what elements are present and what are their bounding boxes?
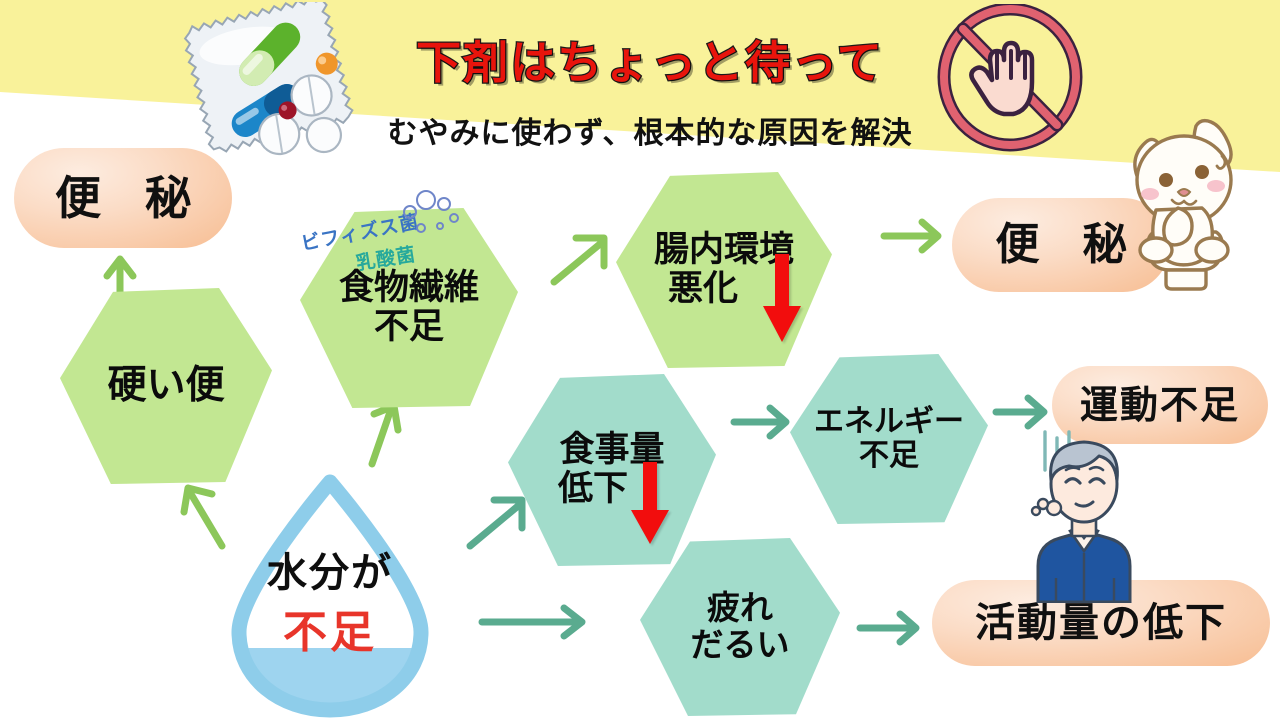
node-meal-decrease-line2: 低下	[557, 469, 628, 509]
node-lack-of-exercise[interactable]: 運動不足	[1052, 366, 1268, 444]
page-subtitle: むやみに使わず、根本的な原因を解決	[387, 116, 913, 151]
node-activity-decrease-label: 活動量の低下	[975, 599, 1227, 646]
arrow-meal-to-energy	[730, 402, 794, 442]
arrow-water-to-fiber	[358, 400, 410, 468]
node-fiber-deficiency-line2: 不足	[373, 307, 444, 347]
node-fiber-deficiency-label: 食物繊維 不足	[338, 267, 479, 347]
red-down-arrow-meal	[630, 462, 670, 546]
node-fatigue-line1: 疲れ	[707, 588, 773, 628]
node-fatigue[interactable]: 疲れ だるい	[640, 538, 840, 716]
node-hard-stool-label: 硬い便	[107, 363, 225, 409]
node-energy-deficiency[interactable]: エネルギー 不足	[790, 354, 988, 524]
node-lack-of-exercise-label: 運動不足	[1079, 382, 1240, 428]
node-constipation-right-label: 便 秘	[995, 218, 1141, 270]
node-energy-deficiency-line1: エネルギー	[814, 404, 964, 440]
tired-elderly-man-icon	[1010, 428, 1160, 608]
medicine-packet-icon	[168, 0, 383, 167]
node-gut-worsening[interactable]: 腸内環境 悪化	[616, 172, 832, 368]
node-constipation-left-label: 便 秘	[54, 170, 205, 225]
node-fiber-deficiency[interactable]: 食物繊維 不足	[300, 208, 518, 408]
node-fiber-deficiency-line1: 食物繊維	[338, 267, 479, 308]
red-down-arrow-gut	[762, 254, 802, 344]
no-hand-sign-icon	[930, 2, 1090, 159]
rabbit-on-toilet-icon	[1104, 100, 1280, 300]
node-meal-decrease[interactable]: 食事量 低下	[508, 374, 716, 566]
node-energy-deficiency-line2: 不足	[859, 438, 919, 473]
node-gut-worsening-line2: 悪化	[667, 269, 738, 309]
arrow-water-to-fatigue	[478, 602, 590, 642]
node-constipation-left[interactable]: 便 秘	[14, 148, 232, 248]
node-fatigue-line2: だるい	[690, 625, 790, 664]
arrow-energy-to-exercise	[992, 392, 1054, 432]
arrow-water-to-meal	[464, 490, 530, 554]
bubbles-icon	[396, 188, 470, 247]
node-gut-worsening-label: 腸内環境 悪化	[653, 229, 794, 309]
node-hard-stool[interactable]: 硬い便	[60, 288, 272, 484]
node-constipation-right[interactable]: 便 秘	[952, 198, 1170, 292]
node-water-shortage[interactable]: 水分が 不足	[215, 470, 445, 718]
arrow-fiber-to-gut	[548, 228, 614, 290]
page-title: 下剤はちょっと待って	[415, 35, 884, 91]
arrow-water-to-hardstool	[178, 480, 234, 552]
node-energy-deficiency-label: エネルギー 不足	[814, 405, 964, 472]
arrow-fatigue-to-activity	[856, 608, 926, 648]
arrow-gut-to-constipation-right	[880, 216, 944, 256]
node-fatigue-label: 疲れ だるい	[690, 588, 790, 664]
node-gut-worsening-line1: 腸内環境	[653, 229, 794, 270]
